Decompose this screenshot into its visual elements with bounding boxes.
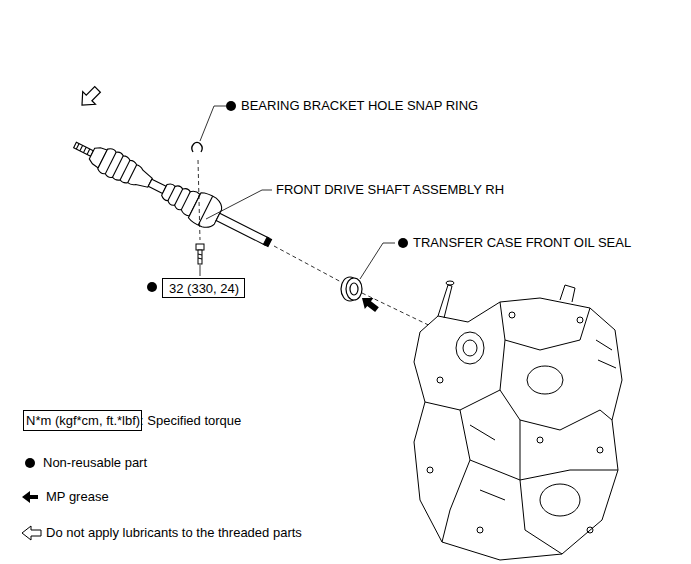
- part-label: TRANSFER CASE FRONT OIL SEAL: [413, 235, 631, 251]
- drive-shaft: [68, 130, 277, 257]
- no-lube-arrow: [76, 83, 104, 111]
- leader-line: [206, 190, 272, 219]
- torque-box: 32 (330, 24): [162, 278, 245, 298]
- transaxle: [414, 281, 622, 560]
- part-label: BEARING BRACKET HOLE SNAP RING: [241, 98, 478, 114]
- assembly-line: [274, 246, 343, 283]
- snap-ring: [192, 142, 202, 152]
- leader-line: [200, 106, 226, 141]
- non-reusable-dot: [226, 101, 236, 111]
- bolt: [196, 244, 204, 264]
- legend-text: Non-reusable part: [43, 455, 147, 471]
- legend-text: N*m (kgf*cm, ft.*lbf): Specified torque: [26, 413, 241, 429]
- part-label: FRONT DRIVE SHAFT ASSEMBLY RH: [276, 182, 504, 198]
- legend-dot: [25, 458, 35, 468]
- torque-value: 32 (330, 24): [169, 281, 238, 297]
- leader-line: [360, 243, 395, 279]
- non-reusable-dot: [398, 238, 408, 248]
- leader-line: [200, 265, 201, 276]
- legend-text: MP grease: [46, 489, 109, 505]
- non-reusable-dot: [147, 282, 157, 292]
- legend-text: Do not apply lubricants to the threaded …: [46, 525, 302, 541]
- oil-seal: [341, 277, 362, 301]
- legend-white-arrow: [22, 526, 41, 540]
- legend-black-arrow: [22, 491, 38, 503]
- grease-arrow: [358, 292, 382, 315]
- assembly-line: [198, 160, 200, 240]
